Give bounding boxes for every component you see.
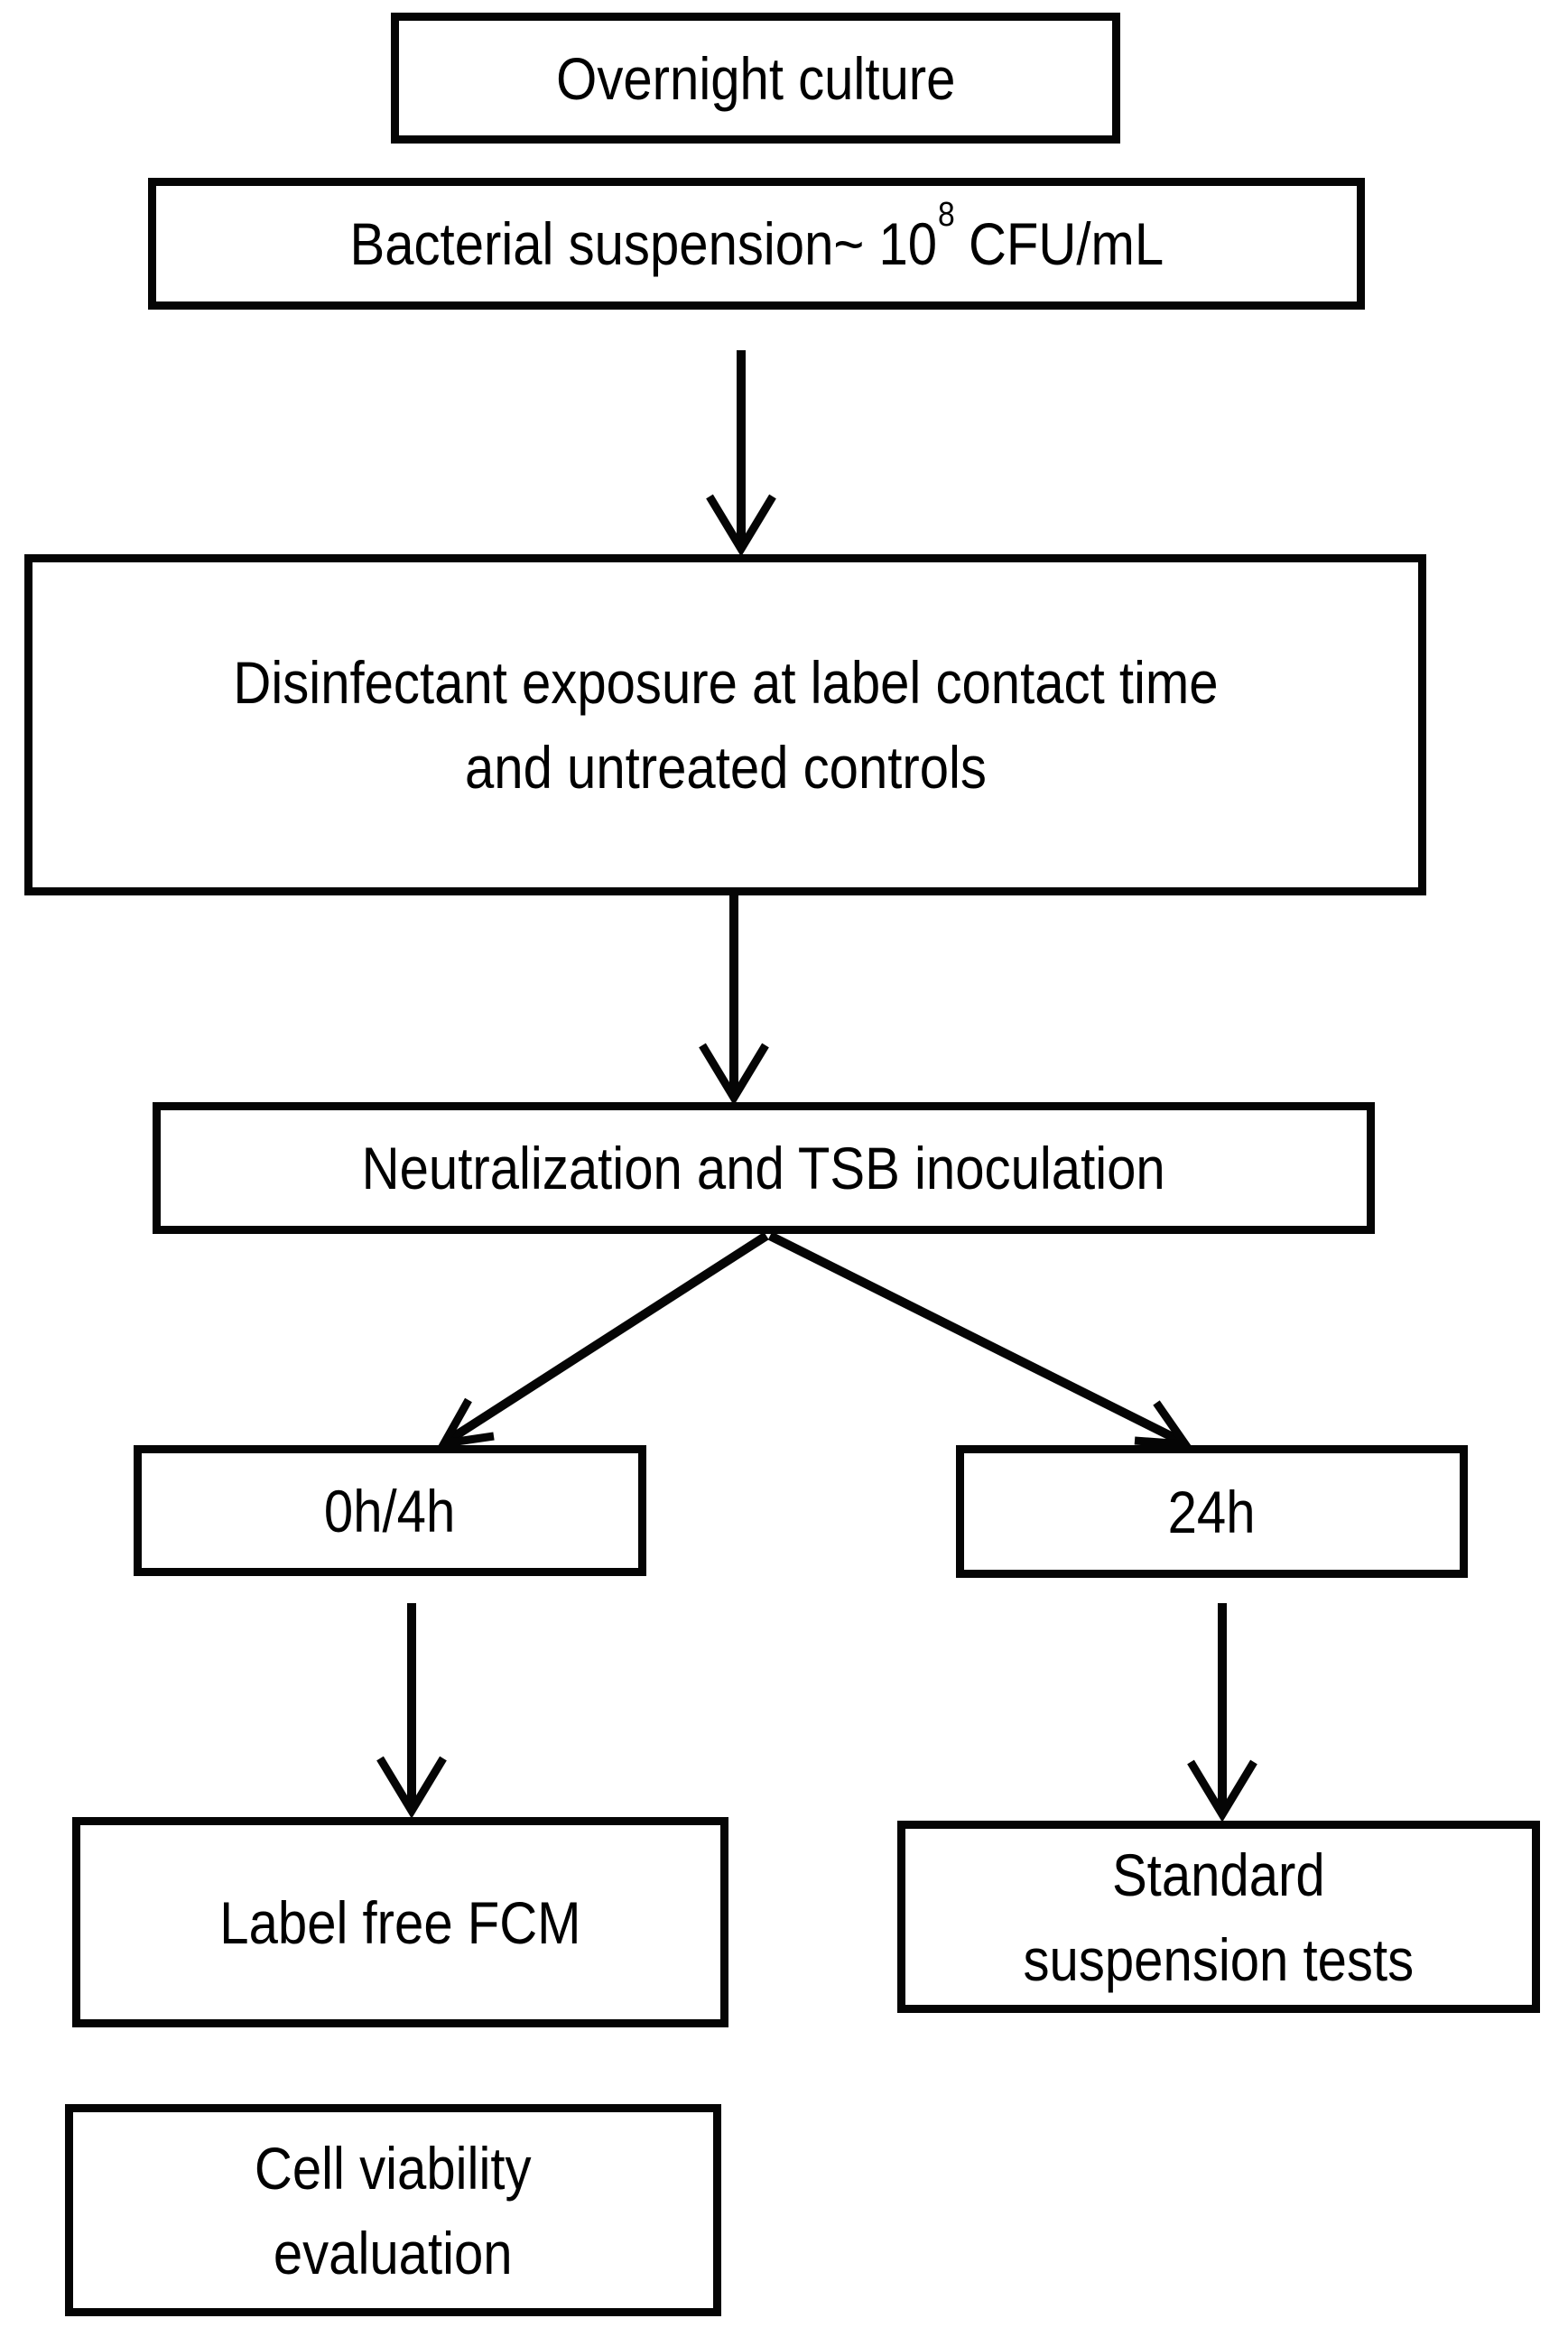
arrow-0h4h-to-labelfree — [376, 1603, 447, 1819]
arrow-bacterial-to-disinfectant — [706, 350, 776, 557]
arrow-neutralization-to-24h — [767, 1231, 1194, 1450]
node-label: Overnight culture — [555, 44, 956, 112]
node-timepoint-0h-4h: 0h/4h — [134, 1445, 646, 1576]
node-disinfectant-exposure: Disinfectant exposure at label contact t… — [24, 554, 1426, 895]
node-label-line2: suspension tests — [1023, 1925, 1415, 1993]
node-label: Standard suspension tests — [1024, 1832, 1415, 2002]
node-label: Neutralization and TSB inoculation — [361, 1135, 1166, 1201]
cfu-unit-text: CFU/mL — [953, 210, 1164, 277]
bacterial-suspension-text: Bacterial suspension~ 10 — [349, 210, 937, 277]
node-label: 24h — [1168, 1478, 1256, 1545]
node-timepoint-24h: 24h — [956, 1445, 1468, 1578]
node-label-line2: and untreated controls — [464, 734, 987, 801]
node-cell-viability-evaluation: Cell viability evaluation — [65, 2104, 721, 2316]
node-label-line1: Cell viability — [255, 2134, 532, 2202]
node-overnight-culture: Overnight culture — [391, 13, 1120, 144]
node-label: Cell viability evaluation — [255, 2126, 532, 2295]
node-label: 0h/4h — [324, 1477, 456, 1544]
node-label: Disinfectant exposure at label contact t… — [233, 640, 1218, 810]
node-neutralization: Neutralization and TSB inoculation — [153, 1102, 1375, 1234]
node-label-free-fcm: Label free FCM — [72, 1817, 728, 2027]
node-label-line1: Standard — [1112, 1841, 1325, 1908]
arrow-24h-to-standard — [1187, 1603, 1257, 1822]
arrow-disinfectant-to-neutralization — [699, 895, 769, 1106]
node-label: Label free FCM — [219, 1888, 581, 1956]
arrow-neutralization-to-0h4h — [436, 1231, 769, 1449]
node-label-line1: Disinfectant exposure at label contact t… — [232, 649, 1219, 716]
node-standard-suspension-tests: Standard suspension tests — [897, 1821, 1540, 2013]
node-label: Bacterial suspension~ 108 CFU/mL — [349, 197, 1164, 286]
cfu-exponent: 8 — [937, 195, 955, 235]
node-bacterial-suspension: Bacterial suspension~ 108 CFU/mL — [148, 178, 1365, 310]
node-label-line2: evaluation — [274, 2219, 513, 2286]
